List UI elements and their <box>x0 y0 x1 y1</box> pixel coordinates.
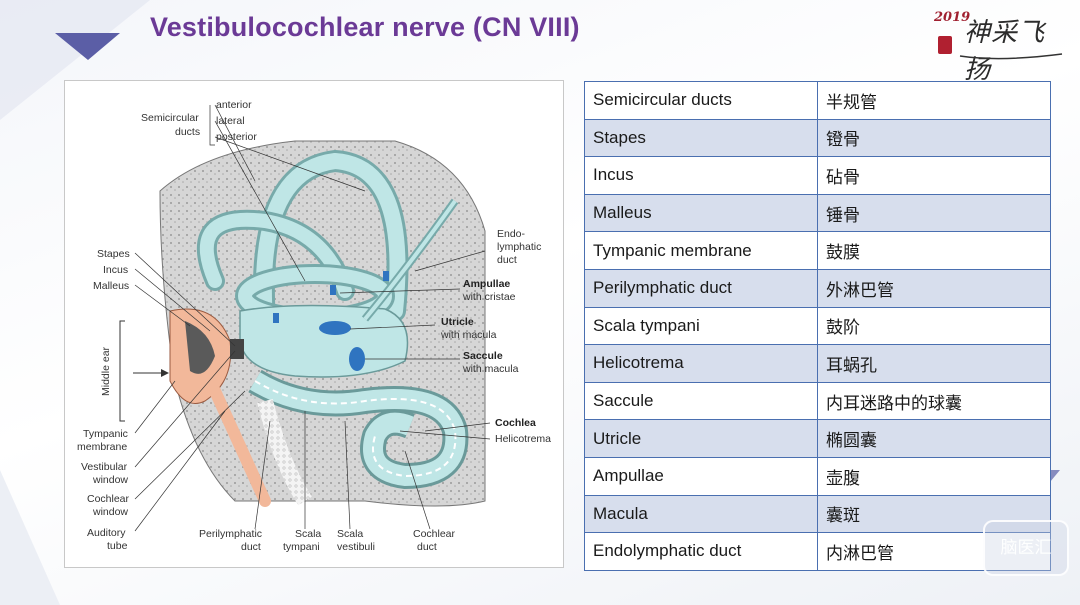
term-chinese: 椭圆囊 <box>817 419 1051 458</box>
label-scala-vestibuli-1: Scala <box>337 528 363 540</box>
term-english: Perilymphatic duct <box>584 268 818 308</box>
term-chinese: 锤骨 <box>817 193 1051 233</box>
watermark: 脑医汇 <box>983 520 1069 576</box>
label-utricle: Utricle <box>441 316 474 328</box>
term-english: Macula <box>584 494 818 534</box>
inner-ear-illustration: Semicircular ducts anterior lateral post… <box>77 99 551 553</box>
middle-ear <box>169 308 271 507</box>
label-anterior: anterior <box>216 99 252 111</box>
label-posterior: posterior <box>216 131 257 143</box>
utricle-macula <box>319 321 351 335</box>
label-scala-tympani-2: tympani <box>283 541 320 553</box>
label-malleus: Malleus <box>93 280 129 292</box>
label-vestibular-window-1: Vestibular <box>81 461 128 473</box>
term-chinese: 耳蜗孔 <box>817 344 1051 383</box>
label-perilymphatic-duct-2: duct <box>241 541 261 553</box>
term-chinese: 鼓膜 <box>817 231 1051 270</box>
label-scala-tympani-1: Scala <box>295 528 321 540</box>
label-ampullae-sub: with cristae <box>462 291 516 303</box>
label-tympanic-membrane-2: membrane <box>77 441 127 453</box>
leader-lines <box>134 104 491 532</box>
logo-year: 2019 <box>934 10 971 25</box>
label-ampullae: Ampullae <box>463 278 510 290</box>
label-auditory-tube-2: tube <box>107 540 128 552</box>
label-cochlear-window-2: window <box>92 506 128 518</box>
term-english: Scala tympani <box>584 306 818 346</box>
term-chinese: 内淋巴管 <box>817 532 1051 571</box>
term-english: Malleus <box>584 193 818 233</box>
stapes-shape <box>230 339 244 359</box>
label-scala-vestibuli-2: vestibuli <box>337 541 375 553</box>
auditory-tube-shape <box>209 385 271 507</box>
label-endolymphatic-duct-1: Endo- <box>497 228 526 240</box>
sound-arrow-icon <box>161 369 169 377</box>
label-endolymphatic-duct-2: lymphatic <box>497 241 541 253</box>
ampulla-crista-2 <box>330 285 336 295</box>
term-english: Tympanic membrane <box>584 231 818 270</box>
label-vestibular-window-2: window <box>92 474 128 486</box>
title-marker-triangle <box>55 33 120 60</box>
term-chinese: 砧骨 <box>817 156 1051 195</box>
term-english: Ampullae <box>584 456 818 496</box>
logo-brush-text: 神采飞扬 <box>964 18 1046 85</box>
label-auditory-tube-1: Auditory <box>87 527 126 539</box>
term-chinese: 壶腹 <box>817 456 1051 496</box>
term-chinese: 半规管 <box>817 81 1051 120</box>
event-logo: 2019 神采飞扬 <box>930 6 1070 85</box>
label-endolymphatic-duct-3: duct <box>497 254 517 266</box>
logo-seal-icon <box>938 36 1063 60</box>
label-tympanic-membrane-1: Tympanic <box>83 428 128 440</box>
inner-ear-diagram: Semicircular ducts anterior lateral post… <box>64 80 564 568</box>
term-english: Utricle <box>584 419 818 458</box>
label-cochlea: Cochlea <box>495 417 536 429</box>
term-chinese: 镫骨 <box>817 118 1051 158</box>
term-english: Saccule <box>584 381 818 421</box>
ampulla-crista-3 <box>383 271 389 281</box>
term-english: Stapes <box>584 118 818 158</box>
label-middle-ear: Middle ear <box>100 346 112 396</box>
label-incus: Incus <box>103 264 128 276</box>
saccule-macula <box>349 347 365 371</box>
label-helicotrema: Helicotrema <box>495 433 551 445</box>
term-chinese: 外淋巴管 <box>817 268 1051 308</box>
term-chinese: 内耳迷路中的球囊 <box>817 381 1051 421</box>
term-chinese: 囊斑 <box>817 494 1051 534</box>
term-english: Incus <box>584 156 818 195</box>
label-stapes: Stapes <box>97 248 130 260</box>
label-lateral: lateral <box>216 115 245 127</box>
perilymphatic-channel <box>257 399 312 506</box>
term-english: Helicotrema <box>584 344 818 383</box>
label-cochlear-duct-2: duct <box>417 541 437 553</box>
label-saccule-sub: with macula <box>462 363 519 375</box>
slide-title: Vestibulocochlear nerve (CN VIII) <box>150 12 580 42</box>
term-english: Semicircular ducts <box>584 81 818 120</box>
label-perilymphatic-duct-1: Perilymphatic <box>199 528 262 540</box>
label-cochlear-duct-1: Cochlear <box>413 528 456 540</box>
term-english: Endolymphatic duct <box>584 532 818 571</box>
ampulla-crista <box>273 313 279 323</box>
term-chinese: 鼓阶 <box>817 306 1051 346</box>
label-semicircular-ducts-2: ducts <box>175 126 200 138</box>
label-saccule: Saccule <box>463 350 503 362</box>
label-semicircular-ducts-1: Semicircular <box>141 112 199 124</box>
label-utricle-sub: with macula <box>440 329 497 341</box>
vestibule <box>239 304 409 378</box>
label-cochlear-window-1: Cochlear <box>87 493 130 505</box>
